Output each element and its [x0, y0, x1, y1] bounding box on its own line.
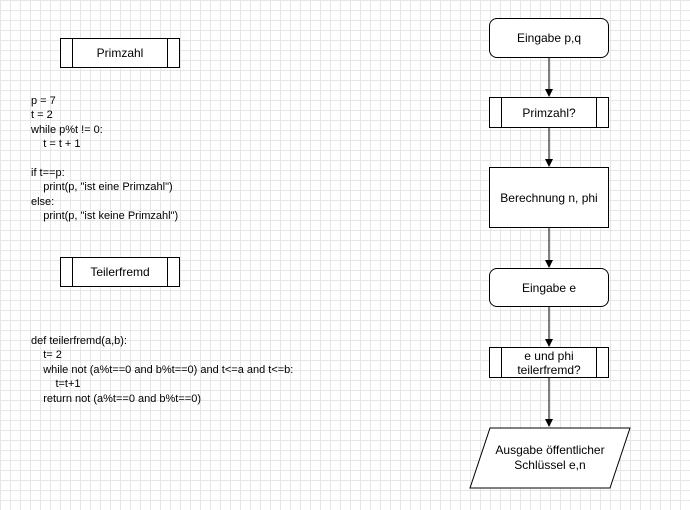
ausgabe-parallelogram [469, 427, 631, 489]
teilerfremd-code: def teilerfremd(a,b): t= 2 while not (a%… [31, 335, 294, 405]
primzahl-code: p = 7 t = 2 while p%t != 0: t = t + 1 if… [31, 95, 179, 223]
primzahl-check-label: Primzahl? [522, 105, 576, 120]
berechnung-label: Berechnung n, phi [500, 190, 598, 205]
teilerfremd-subprocess-box: Teilerfremd [60, 257, 180, 287]
eingabe-pq-label: Eingabe p,q [516, 31, 582, 45]
eingabe-pq-box: Eingabe p,q [489, 18, 609, 58]
eingabe-e-label: Eingabe e [521, 280, 577, 295]
primzahl-check-box: Primzahl? [489, 97, 609, 128]
ausgabe-label: Ausgabe öffentlicher Schlüssel e,n [495, 443, 605, 472]
primzahl-subprocess-box: Primzahl [60, 38, 180, 68]
ausgabe-label-container: Ausgabe öffentlicher Schlüssel e,n [480, 428, 620, 488]
teilerfremd-check-label: e und phi teilerfremd? [517, 348, 581, 377]
eingabe-e-box: Eingabe e [489, 268, 609, 307]
primzahl-title: Primzahl [96, 46, 144, 60]
berechnung-box: Berechnung n, phi [489, 167, 609, 228]
teilerfremd-title: Teilerfremd [90, 265, 150, 279]
teilerfremd-check-box: e und phi teilerfremd? [489, 347, 609, 378]
